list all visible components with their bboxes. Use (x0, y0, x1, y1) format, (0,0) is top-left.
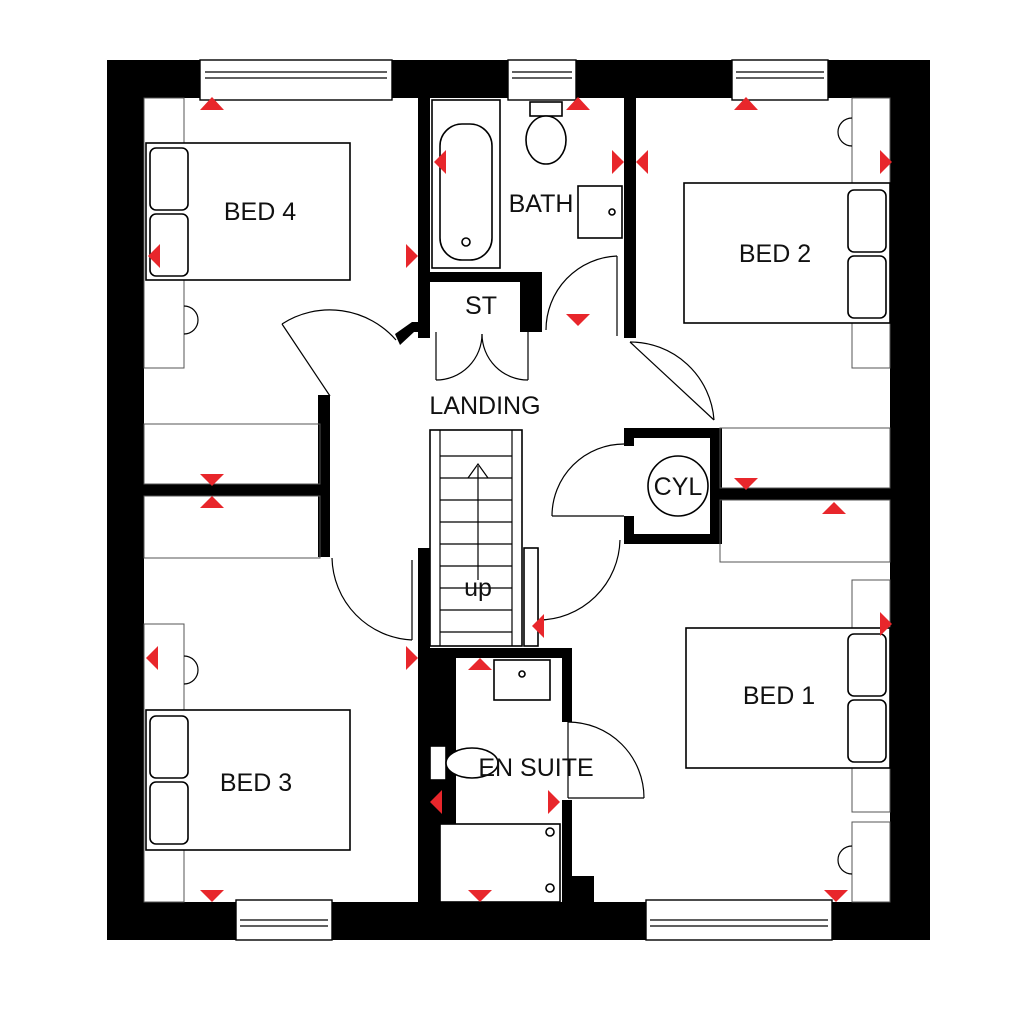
label-bed-3: BED 3 (220, 769, 292, 797)
red-triangle-icon (734, 478, 758, 490)
bed-3-furniture (143, 495, 351, 903)
red-triangle-icon (434, 150, 446, 174)
red-triangle-icon (200, 890, 224, 902)
bathroom-fixtures (431, 99, 623, 269)
red-triangle-icon (734, 97, 758, 110)
label-cyl: CYL (654, 473, 703, 501)
label-up: up (464, 574, 492, 602)
bed-2-furniture (683, 97, 891, 563)
label-bed-4: BED 4 (224, 198, 296, 226)
red-triangle-icon (468, 658, 492, 670)
staircase (429, 429, 539, 647)
red-triangle-icon (146, 646, 158, 670)
red-triangle-icon (406, 244, 418, 268)
en-suite-fixtures (429, 659, 561, 903)
label-landing: LANDING (429, 392, 540, 420)
red-triangle-icon (200, 474, 224, 486)
room-labels: BED 4 BATH BED 2 ST LANDING CYL up BED 1… (220, 190, 815, 797)
red-triangle-icon (566, 314, 590, 326)
label-st: ST (465, 292, 497, 320)
label-bath: BATH (509, 190, 574, 218)
red-triangle-icon (880, 612, 892, 636)
hot-water-cylinder (647, 455, 709, 517)
label-bed-1: BED 1 (743, 682, 815, 710)
red-triangle-icon (636, 150, 648, 174)
label-en-suite: EN SUITE (478, 754, 593, 782)
measurement-markers (146, 97, 892, 902)
red-triangle-icon (880, 150, 892, 174)
red-triangle-icon (612, 150, 624, 174)
red-triangle-icon (532, 614, 544, 638)
label-bed-2: BED 2 (739, 240, 811, 268)
red-triangle-icon (548, 790, 560, 814)
red-triangle-icon (824, 890, 848, 902)
red-triangle-icon (406, 646, 418, 670)
red-triangle-icon (822, 502, 846, 514)
bed-4-furniture (143, 97, 351, 485)
red-triangle-icon (430, 790, 442, 814)
red-triangle-icon (200, 97, 224, 110)
red-triangle-icon (200, 496, 224, 508)
red-triangle-icon (566, 97, 590, 110)
red-triangle-icon (468, 890, 492, 902)
windows (199, 59, 833, 941)
bed-1-furniture (685, 579, 891, 903)
red-triangle-icon (148, 244, 160, 268)
